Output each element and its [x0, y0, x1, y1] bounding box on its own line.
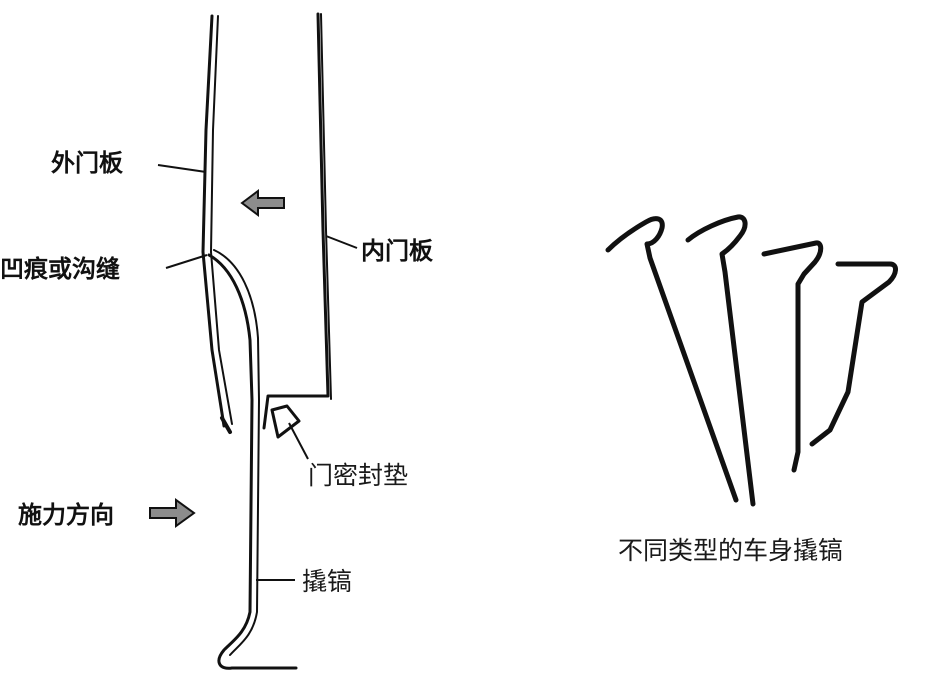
pry-bar-label: 撬镐 [302, 567, 352, 596]
outer-door-panel-inner-edge [209, 15, 233, 425]
outer-panel-flange [220, 416, 232, 434]
pry-bar-type-2 [685, 214, 756, 507]
dent-or-crease-label: 凹痕或沟缝 [0, 254, 120, 283]
inner-door-panel-label: 内门板 [361, 236, 434, 265]
inner-door-panel [262, 12, 330, 430]
force-direction-label: 施力方向 [18, 500, 114, 529]
pry-bar-type-4 [809, 261, 898, 447]
leader-dent-or-crease [165, 254, 208, 269]
leader-outer-door-panel [157, 164, 207, 173]
leader-inner-door-panel [325, 235, 358, 249]
inner-door-panel-edge [320, 13, 332, 400]
door-cross-section [149, 12, 358, 670]
leader-door-seal [288, 422, 309, 460]
left-arrow-icon [240, 189, 285, 217]
door-seal-label: 门密封垫 [308, 461, 408, 490]
outer-door-panel-label: 外门板 [51, 148, 124, 177]
caption: 不同类型的车身撬镐 [618, 536, 843, 565]
pry-bar-type-1 [605, 216, 739, 503]
pry-bar-types [605, 214, 898, 507]
pry-bar [207, 253, 298, 670]
pry-bar-inner-edge [213, 249, 261, 656]
outer-door-panel [201, 14, 226, 428]
pry-bar-type-3 [761, 240, 824, 473]
right-arrow-icon [149, 498, 196, 528]
door-seal [270, 404, 301, 439]
